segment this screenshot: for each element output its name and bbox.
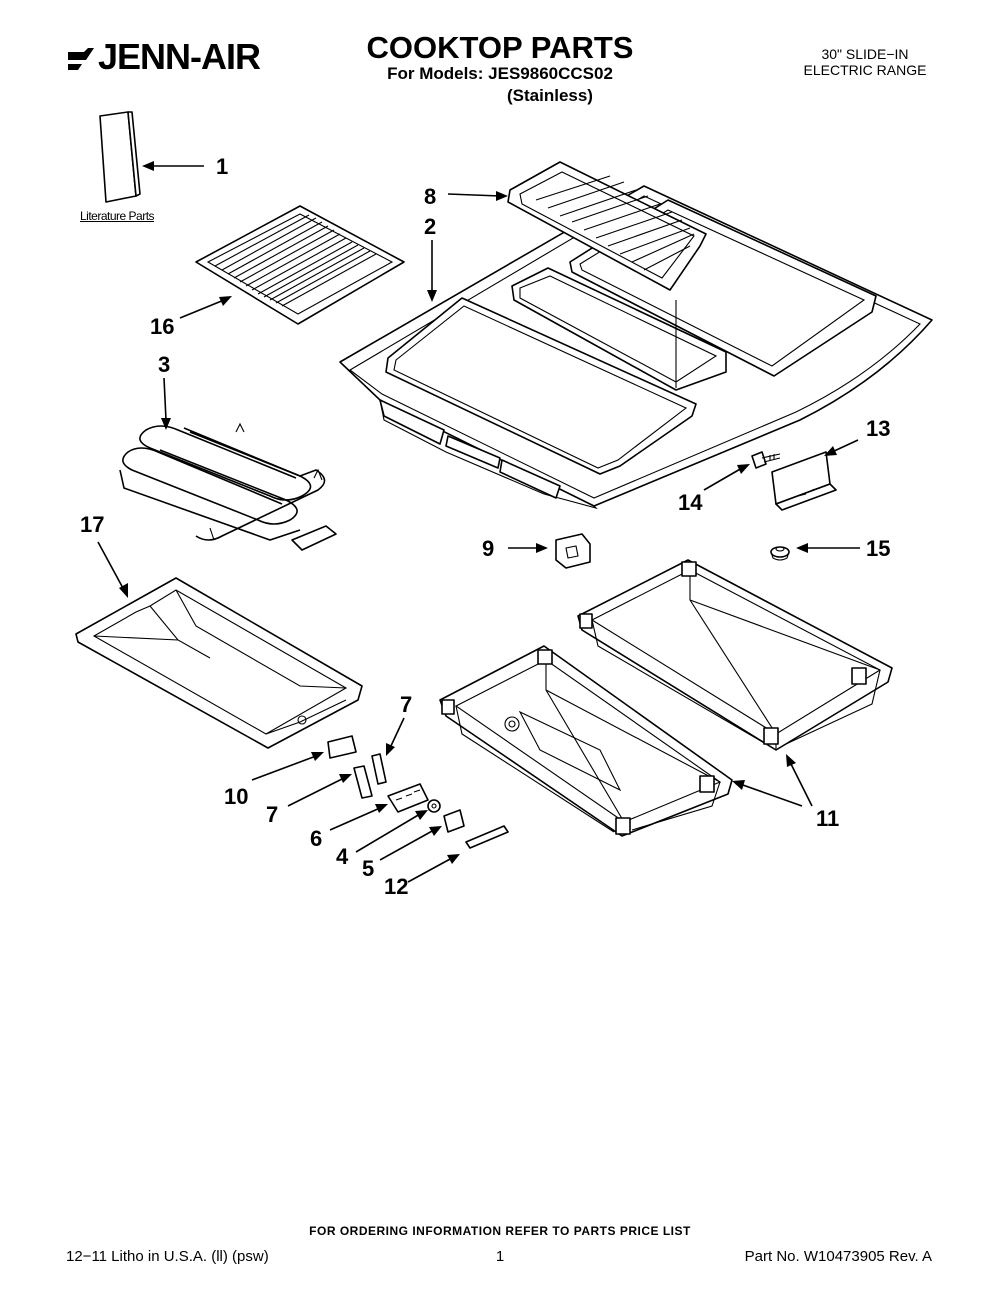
grommet <box>770 546 790 561</box>
page-title: COOKTOP PARTS <box>366 30 634 65</box>
trim-bracket <box>771 451 837 511</box>
callout-14: 14 <box>678 490 703 515</box>
burner-box-left <box>439 645 733 837</box>
callout-12: 12 <box>384 874 408 899</box>
heating-element <box>119 422 337 551</box>
litho-info: 12−11 Litho in U.S.A. (ll) (psw) <box>66 1248 269 1265</box>
literature-book <box>99 111 141 203</box>
spring-clip <box>555 533 591 569</box>
part-7-bracket-lower <box>353 765 373 799</box>
part-5-clip <box>443 809 465 833</box>
callout-10: 10 <box>224 784 248 809</box>
callout-9: 9 <box>482 536 494 561</box>
callout-15: 15 <box>866 536 890 561</box>
literature-parts-label: Literature Parts <box>80 209 155 223</box>
callout-8: 8 <box>424 184 436 209</box>
grill-grate <box>195 205 405 325</box>
page-number: 1 <box>495 1248 505 1265</box>
callout-4: 4 <box>336 844 349 869</box>
part-6-terminal-block <box>387 783 429 813</box>
finish-label: (Stainless) <box>507 86 593 105</box>
part-10-label-plate <box>327 735 357 759</box>
part-7-bracket-upper <box>371 753 387 785</box>
callout-11: 11 <box>816 806 839 831</box>
vent-grille <box>507 161 707 291</box>
screw <box>751 451 781 469</box>
callout-7-upper: 7 <box>400 692 412 717</box>
drip-tray <box>75 577 363 749</box>
callout-16: 16 <box>150 314 174 339</box>
callout-5: 5 <box>362 856 374 881</box>
model-number: For Models: JES9860CCS02 <box>387 64 613 83</box>
callout-17: 17 <box>80 512 104 537</box>
part-4-nut <box>427 799 441 813</box>
ordering-note: FOR ORDERING INFORMATION REFER TO PARTS … <box>309 1224 691 1238</box>
exploded-parts-diagram: 1 8 2 16 3 17 13 14 9 15 7 10 7 6 4 5 12… <box>75 111 933 899</box>
callout-3: 3 <box>158 352 170 377</box>
callout-numbers: 1 8 2 16 3 17 13 14 9 15 7 10 7 6 4 5 12… <box>80 154 890 899</box>
leader-lines <box>97 161 860 883</box>
brand-logo: JENN-AIR <box>66 36 276 80</box>
callout-7-lower: 7 <box>266 802 278 827</box>
logo-mark-icon <box>68 48 94 70</box>
callout-13: 13 <box>866 416 890 441</box>
burner-box-right <box>577 559 893 751</box>
part-number: Part No. W10473905 Rev. A <box>744 1248 932 1265</box>
product-line-1: 30" SLIDE−IN <box>821 46 909 62</box>
product-line-2: ELECTRIC RANGE <box>803 62 927 78</box>
callout-6: 6 <box>310 826 322 851</box>
callout-2: 2 <box>424 214 436 239</box>
callout-1: 1 <box>216 154 228 179</box>
small-parts <box>327 735 509 849</box>
brand-name: JENN-AIR <box>98 36 261 77</box>
part-12-strap <box>465 825 509 849</box>
